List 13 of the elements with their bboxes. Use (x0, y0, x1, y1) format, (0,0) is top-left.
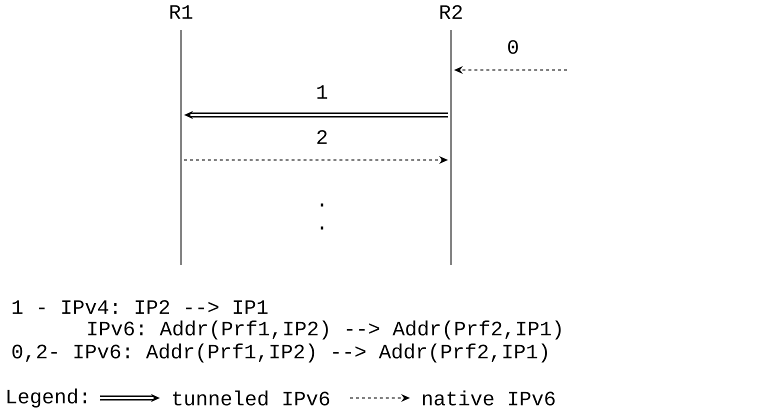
note-text: IPv6: Addr(Prf1,IP2) --> Addr(Prf2,IP1) (88, 320, 561, 340)
edge-label: 2 (317, 130, 327, 144)
edge-label: 0 (508, 40, 518, 54)
note-text: 0,2- IPv6: Addr(Prf1,IP2) --> Addr(Prf2,IP1) (12, 343, 547, 363)
legend-text: native IPv6 (422, 390, 555, 406)
ellipsis-dot: . (320, 226, 324, 230)
router-label: R2 (440, 5, 462, 19)
ellipsis-dot: . (320, 204, 324, 206)
legend-text: tunneled IPv6 (173, 390, 330, 406)
edge-label: 1 (317, 85, 328, 99)
note-text: 1 - IPv4: IP2 --> IP1 (12, 300, 268, 314)
router-label: R1 (170, 5, 192, 19)
legend-title: Legend: (8, 388, 86, 408)
